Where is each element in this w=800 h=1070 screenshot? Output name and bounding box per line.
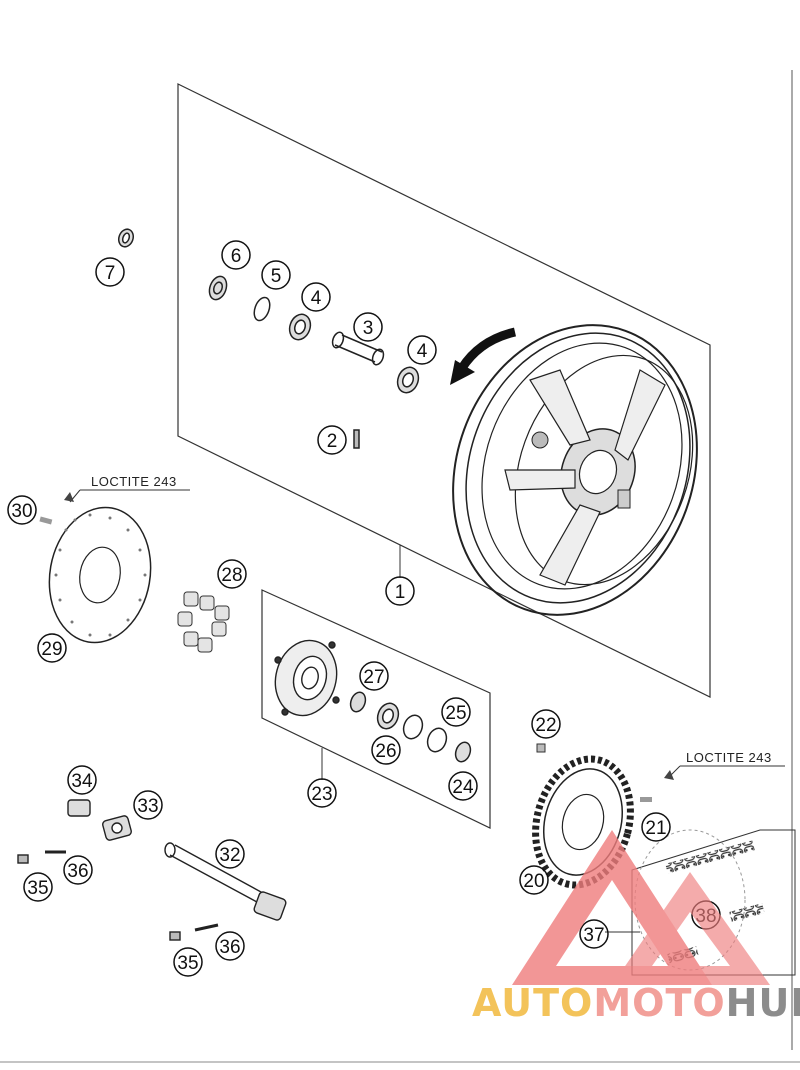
svg-text:4: 4 (417, 341, 428, 362)
rear-wheel (452, 324, 698, 616)
svg-text:27: 27 (363, 667, 384, 688)
callout-34: 34 (67, 765, 97, 795)
loctite-label-right: LOCTITE 243 (686, 750, 772, 765)
loctite-drop-icon (64, 492, 74, 502)
arrowhead-icon (450, 360, 475, 385)
callout-37: 37 (579, 919, 609, 949)
callout-25: 25 (441, 697, 471, 727)
loctite-label-left: LOCTITE 243 (91, 474, 177, 489)
callout-22: 22 (531, 709, 561, 739)
callout-36b: 36 (215, 931, 245, 961)
callout-32: 32 (215, 839, 245, 869)
svg-text:35: 35 (177, 953, 198, 974)
callout-35a: 35 (23, 872, 53, 902)
svg-text:26: 26 (375, 741, 396, 762)
svg-text:29: 29 (41, 639, 62, 660)
svg-text:1: 1 (395, 582, 406, 603)
svg-text:5: 5 (271, 266, 282, 287)
wheel-assembly-plate (177, 83, 711, 698)
callout-4b: 4 (407, 335, 437, 365)
svg-text:36: 36 (219, 937, 240, 958)
loctite-drop-icon (664, 770, 674, 780)
callout-6: 6 (221, 240, 251, 270)
svg-text:30: 30 (11, 501, 32, 522)
callout-33: 33 (133, 790, 163, 820)
callout-5: 5 (261, 260, 291, 290)
svg-text:22: 22 (535, 715, 556, 736)
callout-2: 2 (317, 425, 347, 455)
svg-text:7: 7 (105, 263, 116, 284)
callout-26: 26 (371, 735, 401, 765)
callout-3: 3 (353, 312, 383, 342)
callout-4a: 4 (301, 282, 331, 312)
axle-adjusters (17, 799, 287, 941)
watermark-triangle2-icon (612, 872, 770, 985)
hub-assembly-plate (261, 589, 491, 829)
callout-28: 28 (217, 559, 247, 589)
callout-20: 20 (519, 865, 549, 895)
hub-bearings (349, 691, 472, 763)
svg-text:3: 3 (363, 318, 374, 339)
bolt (39, 516, 53, 525)
svg-text:35: 35 (27, 878, 48, 899)
callout-21: 21 (641, 812, 671, 842)
callout-23: 23 (307, 778, 337, 808)
brake-disc (48, 506, 152, 644)
watermark-text: AUTOMOTOHUB (472, 981, 800, 1025)
axle-parts (117, 228, 420, 449)
bolt (640, 797, 652, 802)
callout-29: 29 (37, 633, 67, 663)
svg-text:4: 4 (311, 288, 322, 309)
svg-text:6: 6 (231, 246, 242, 267)
svg-text:36: 36 (67, 861, 88, 882)
svg-text:21: 21 (645, 818, 666, 839)
svg-text:2: 2 (327, 431, 338, 452)
watermark (512, 830, 770, 985)
svg-text:25: 25 (445, 703, 466, 724)
svg-text:33: 33 (137, 796, 158, 817)
sprocket-carrier (274, 639, 340, 717)
callout-24: 24 (448, 771, 478, 801)
callout-35b: 35 (173, 947, 203, 977)
svg-text:24: 24 (452, 777, 474, 798)
svg-text:20: 20 (523, 871, 544, 892)
callout-7: 7 (95, 257, 125, 287)
rotation-arrow-icon (458, 327, 517, 371)
svg-text:34: 34 (71, 771, 93, 792)
nut (536, 743, 546, 753)
svg-text:28: 28 (221, 565, 242, 586)
callout-27: 27 (359, 661, 389, 691)
callout-1: 1 (385, 576, 415, 606)
svg-text:23: 23 (311, 784, 332, 805)
callouts: 1 2 3 4 4 5 6 7 20 21 22 23 24 25 26 27 … (7, 240, 721, 977)
svg-text:37: 37 (583, 925, 604, 946)
svg-text:32: 32 (219, 845, 240, 866)
callout-30: 30 (7, 495, 37, 525)
rubber-dampers (177, 591, 230, 653)
callout-36a: 36 (63, 855, 93, 885)
